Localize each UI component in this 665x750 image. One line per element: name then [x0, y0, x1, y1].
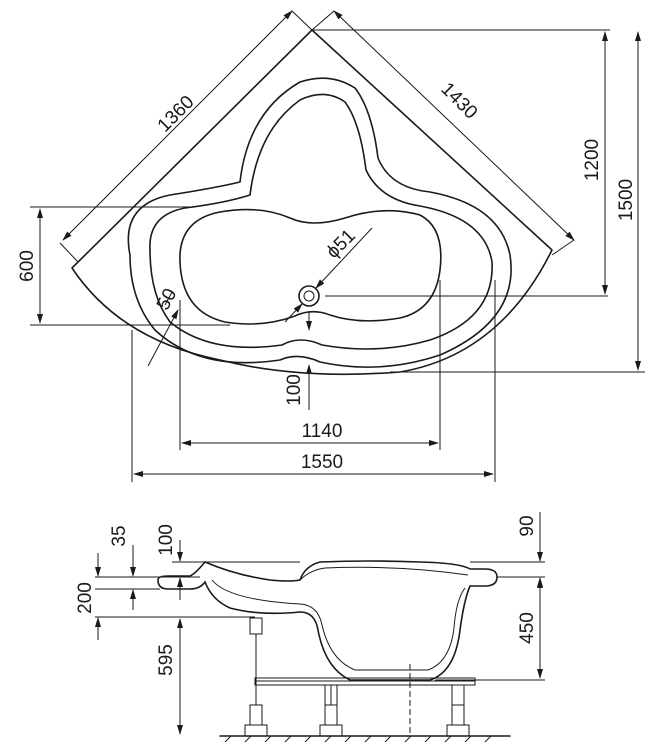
ext-1360-b — [59, 242, 79, 263]
dim-1360-label: 1360 — [154, 92, 199, 137]
ext-1360-a — [291, 10, 313, 31]
tub-side-body — [157, 560, 498, 681]
leg-2 — [319, 684, 343, 737]
ext-1430-b — [551, 239, 575, 256]
ext-1430-a — [311, 10, 335, 31]
dim-450-label: 450 — [517, 612, 538, 644]
plan-view: 1360 1430 1200 1500 600 ϕ51 50 100 1140 — [17, 10, 645, 482]
dim-200-label: 200 — [75, 582, 96, 614]
dim-1500-label: 1500 — [616, 179, 637, 221]
tub-side-seat-line — [299, 566, 469, 581]
dim-1430-label: 1430 — [437, 79, 482, 124]
dim-595-label: 595 — [156, 644, 177, 676]
tub-basin — [179, 208, 442, 325]
drain — [298, 285, 320, 307]
dim-side-100-label: 100 — [156, 524, 177, 556]
dim-100-label: 100 — [284, 374, 305, 406]
dim-line-d51-b — [284, 303, 303, 323]
dim-line-1360 — [62, 10, 293, 241]
drain-inner — [303, 290, 315, 302]
dim-35-label: 35 — [109, 525, 130, 546]
dim-600-label: 600 — [17, 250, 38, 282]
dim-d51-label: ϕ51 — [322, 225, 359, 262]
floor-hatch — [224, 735, 492, 743]
side-view: 35 200 100 595 90 450 — [75, 512, 545, 743]
dim-90-label: 90 — [517, 515, 538, 536]
leg-1 — [244, 617, 268, 737]
dim-50-label: 50 — [153, 285, 181, 314]
dim-1550-label: 1550 — [301, 452, 343, 473]
dim-line-50-b — [164, 291, 173, 306]
tub-outer-outline — [71, 29, 553, 376]
dim-line-1430 — [333, 10, 575, 241]
tub-side-inner-line — [211, 579, 466, 671]
leg-3 — [446, 684, 470, 737]
dim-1140-label: 1140 — [302, 421, 343, 442]
dim-line-d51 — [315, 227, 373, 289]
dim-line-50 — [147, 309, 179, 367]
dim-1200-label: 1200 — [582, 139, 603, 181]
